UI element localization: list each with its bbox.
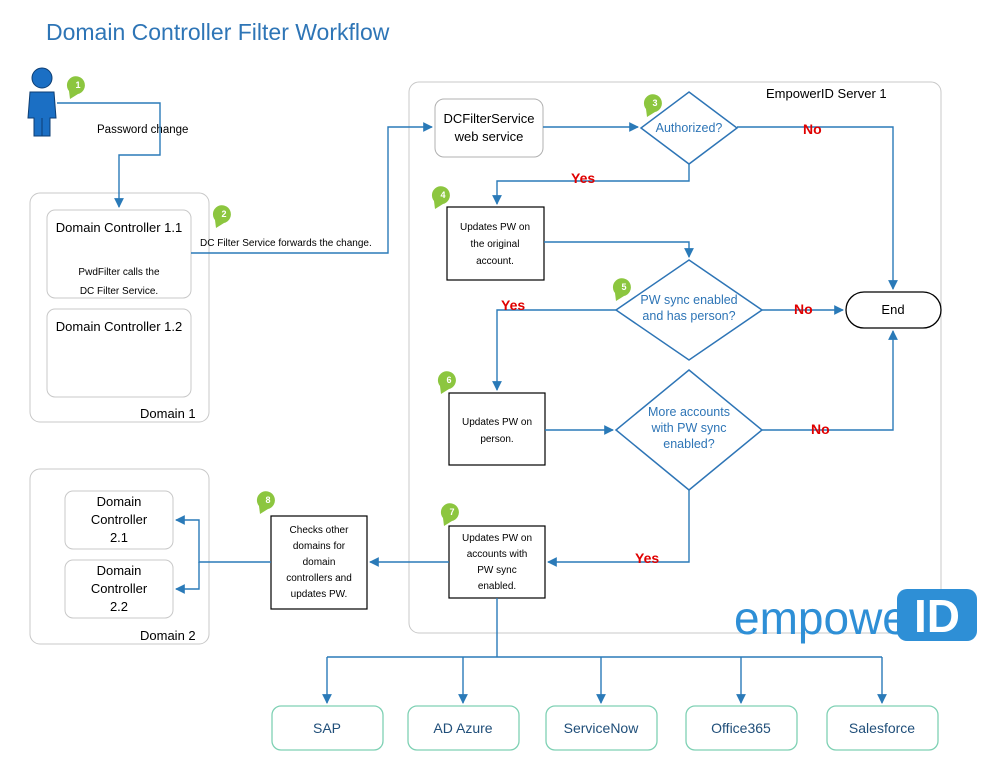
user-icon <box>27 67 57 137</box>
edge-user-to-dc11 <box>57 102 161 208</box>
svg-text:1: 1 <box>75 80 80 90</box>
server-group-label: EmpowerID Server 1 <box>766 86 887 101</box>
edge-dc11-to-service <box>191 122 433 254</box>
svg-text:domains for: domains for <box>293 541 346 552</box>
svg-text:accounts with: accounts with <box>467 549 528 560</box>
svg-text:2.1: 2.1 <box>110 530 128 545</box>
svg-text:with PW sync: with PW sync <box>650 421 726 435</box>
domain2-group-label: Domain 2 <box>140 628 196 643</box>
svg-text:the original: the original <box>471 239 520 250</box>
more-accounts-decision: More accounts with PW sync enabled? <box>614 369 764 491</box>
domain-controller-2-2: Domain Controller 2.2 <box>64 559 174 619</box>
step-badge-1: 1 <box>66 76 85 99</box>
svg-text:End: End <box>881 302 904 317</box>
svg-text:enabled?: enabled? <box>663 437 714 451</box>
target-ad-azure: AD Azure <box>407 705 520 751</box>
no-label-pw-sync: No <box>794 301 813 317</box>
svg-text:SAP: SAP <box>313 720 341 736</box>
update-person-step: Updates PW on person. <box>448 392 546 466</box>
step-badge-3: 3 <box>643 94 662 117</box>
svg-text:Updates PW on: Updates PW on <box>460 222 530 233</box>
svg-text:8: 8 <box>265 495 270 505</box>
no-label-more-accounts: No <box>811 421 830 437</box>
update-accounts-step: Updates PW on accounts with PW sync enab… <box>448 525 546 599</box>
svg-text:and has person?: and has person? <box>642 309 735 323</box>
svg-text:empower: empower <box>734 592 923 644</box>
svg-text:4: 4 <box>440 190 445 200</box>
forward-change-label: DC Filter Service forwards the change. <box>200 238 372 249</box>
svg-text:AD Azure: AD Azure <box>433 720 492 736</box>
pw-sync-decision: PW sync enabled and has person? <box>614 259 764 361</box>
yes-label-pw-sync: Yes <box>501 297 525 313</box>
svg-text:DC Filter Service.: DC Filter Service. <box>80 286 158 297</box>
edge-step4-to-pwsync <box>544 241 694 258</box>
svg-text:7: 7 <box>449 507 454 517</box>
svg-text:3: 3 <box>652 98 657 108</box>
svg-text:Domain: Domain <box>97 563 142 578</box>
target-office365: Office365 <box>685 705 798 751</box>
svg-text:Updates PW on: Updates PW on <box>462 533 532 544</box>
step-badge-7: 7 <box>440 503 459 526</box>
target-sap: SAP <box>271 705 384 751</box>
svg-text:More accounts: More accounts <box>648 405 730 419</box>
domain-controller-1-1: Domain Controller 1.1 PwdFilter calls th… <box>46 209 192 299</box>
svg-text:PW sync: PW sync <box>477 565 516 576</box>
svg-text:domain: domain <box>303 557 336 568</box>
svg-text:enabled.: enabled. <box>478 581 516 592</box>
svg-text:PwdFilter calls the: PwdFilter calls the <box>78 267 160 278</box>
svg-text:Salesforce: Salesforce <box>849 720 915 736</box>
empowerid-logo: empower ID <box>734 589 977 644</box>
edge-more-accounts-no-to-end <box>762 330 898 431</box>
svg-text:person.: person. <box>480 434 513 445</box>
svg-text:updates PW.: updates PW. <box>291 589 348 600</box>
svg-text:web service: web service <box>454 129 524 144</box>
svg-text:5: 5 <box>621 282 626 292</box>
edge-pwsync-yes-to-step6 <box>492 309 616 391</box>
svg-text:Updates PW on: Updates PW on <box>462 417 532 428</box>
step-badge-5: 5 <box>612 278 631 301</box>
edge-authorized-no-to-end <box>737 126 898 290</box>
edge-authorized-yes-to-step4 <box>492 164 690 205</box>
step-badge-8: 8 <box>256 491 275 514</box>
svg-text:DCFilterService: DCFilterService <box>443 111 534 126</box>
svg-text:ServiceNow: ServiceNow <box>564 720 640 736</box>
check-other-domains-step: Checks other domains for domain controll… <box>270 515 368 610</box>
svg-text:Controller: Controller <box>91 581 148 596</box>
svg-text:Domain Controller 1.1: Domain Controller 1.1 <box>56 220 182 235</box>
edge-step8-to-dc22 <box>175 562 200 594</box>
svg-text:Domain Controller 1.2: Domain Controller 1.2 <box>56 319 182 334</box>
yes-label-more-accounts: Yes <box>635 550 659 566</box>
step-badge-6: 6 <box>437 371 456 394</box>
password-change-label: Password change <box>97 124 188 136</box>
svg-text:2: 2 <box>221 209 226 219</box>
target-salesforce: Salesforce <box>826 705 939 751</box>
svg-text:controllers and: controllers and <box>286 573 352 584</box>
dc-filter-service: DCFilterService web service <box>434 98 544 158</box>
svg-text:Checks other: Checks other <box>290 525 350 536</box>
edge-step8-to-dc21 <box>175 515 271 563</box>
domain1-group-label: Domain 1 <box>140 406 196 421</box>
step-badge-2: 2 <box>212 205 231 228</box>
diagram-title: Domain Controller Filter Workflow <box>46 19 390 45</box>
svg-text:2.2: 2.2 <box>110 599 128 614</box>
end-node: End <box>845 291 942 329</box>
svg-text:Domain: Domain <box>97 494 142 509</box>
svg-text:PW sync enabled: PW sync enabled <box>640 293 737 307</box>
svg-text:account.: account. <box>476 256 514 267</box>
svg-text:Office365: Office365 <box>711 720 771 736</box>
domain-controller-1-2: Domain Controller 1.2 <box>46 308 192 398</box>
step-badge-4: 4 <box>431 186 450 209</box>
edge-more-accounts-yes-to-step7 <box>547 490 690 567</box>
target-servicenow: ServiceNow <box>545 705 658 751</box>
update-original-account-step: Updates PW on the original account. <box>446 206 545 281</box>
no-label-authorized: No <box>803 121 822 137</box>
svg-text:ID: ID <box>914 590 960 642</box>
svg-text:Controller: Controller <box>91 512 148 527</box>
svg-text:Authorized?: Authorized? <box>656 121 723 135</box>
svg-text:6: 6 <box>446 375 451 385</box>
yes-label-authorized: Yes <box>571 170 595 186</box>
domain-controller-2-1: Domain Controller 2.1 <box>64 490 174 550</box>
